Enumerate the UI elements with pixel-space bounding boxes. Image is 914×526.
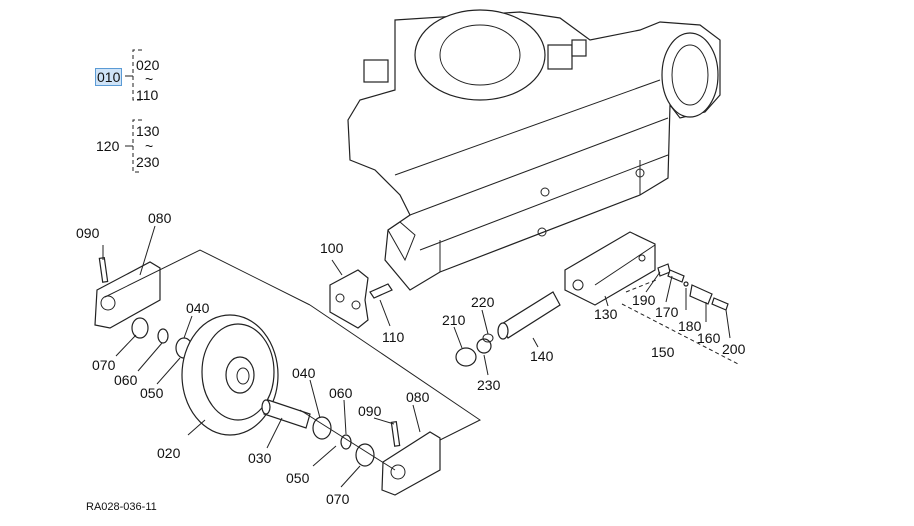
- label-050-right: 050: [286, 470, 310, 486]
- cylinder-130: [564, 231, 656, 306]
- label-200: 200: [722, 341, 746, 357]
- label-080-right: 080: [406, 389, 430, 405]
- label-120: 120: [96, 138, 120, 154]
- label-180: 180: [678, 318, 702, 334]
- label-090-right: 090: [358, 403, 382, 419]
- label-160: 160: [697, 330, 721, 346]
- range-tilde: ~: [145, 138, 154, 154]
- label-070-right: 070: [326, 491, 350, 507]
- range-tilde: ~: [145, 71, 154, 87]
- label-070-left: 070: [92, 357, 116, 373]
- label-080-left: 080: [148, 210, 172, 226]
- label-130-range: 130: [136, 123, 160, 139]
- idler-wheel: [181, 314, 279, 436]
- right-bearings: [312, 416, 401, 467]
- label-060-right: 060: [329, 385, 353, 401]
- label-130: 130: [594, 306, 618, 322]
- seal-210: [455, 347, 477, 367]
- label-040-right: 040: [292, 365, 316, 381]
- seal-230: [476, 338, 492, 354]
- label-110-range: 110: [136, 87, 159, 103]
- bracket-100: [329, 269, 393, 329]
- label-090-left: 090: [76, 225, 100, 241]
- label-230-range: 230: [136, 154, 160, 170]
- track-frame: [347, 9, 721, 291]
- label-020: 020: [157, 445, 181, 461]
- diagram-code: RA028-036-11: [86, 501, 157, 513]
- label-040-left: 040: [186, 300, 210, 316]
- bracket-080-right: [381, 431, 441, 496]
- label-170: 170: [655, 304, 679, 320]
- shaft-030: [261, 399, 311, 429]
- label-010[interactable]: 010: [94, 68, 123, 86]
- label-050-left: 050: [140, 385, 164, 401]
- label-140: 140: [530, 348, 554, 364]
- label-230: 230: [477, 377, 501, 393]
- label-060-left: 060: [114, 372, 138, 388]
- label-150: 150: [651, 344, 675, 360]
- label-020-range: 020: [136, 57, 160, 73]
- label-030: 030: [248, 450, 272, 466]
- label-110: 110: [382, 329, 405, 345]
- label-220: 220: [471, 294, 495, 310]
- bracket-080-left: [94, 257, 161, 329]
- bracket-010: [132, 49, 142, 101]
- rod-140: [497, 291, 561, 340]
- label-210: 210: [442, 312, 466, 328]
- left-bearings: [131, 317, 193, 359]
- label-190: 190: [632, 292, 656, 308]
- label-100: 100: [320, 240, 344, 256]
